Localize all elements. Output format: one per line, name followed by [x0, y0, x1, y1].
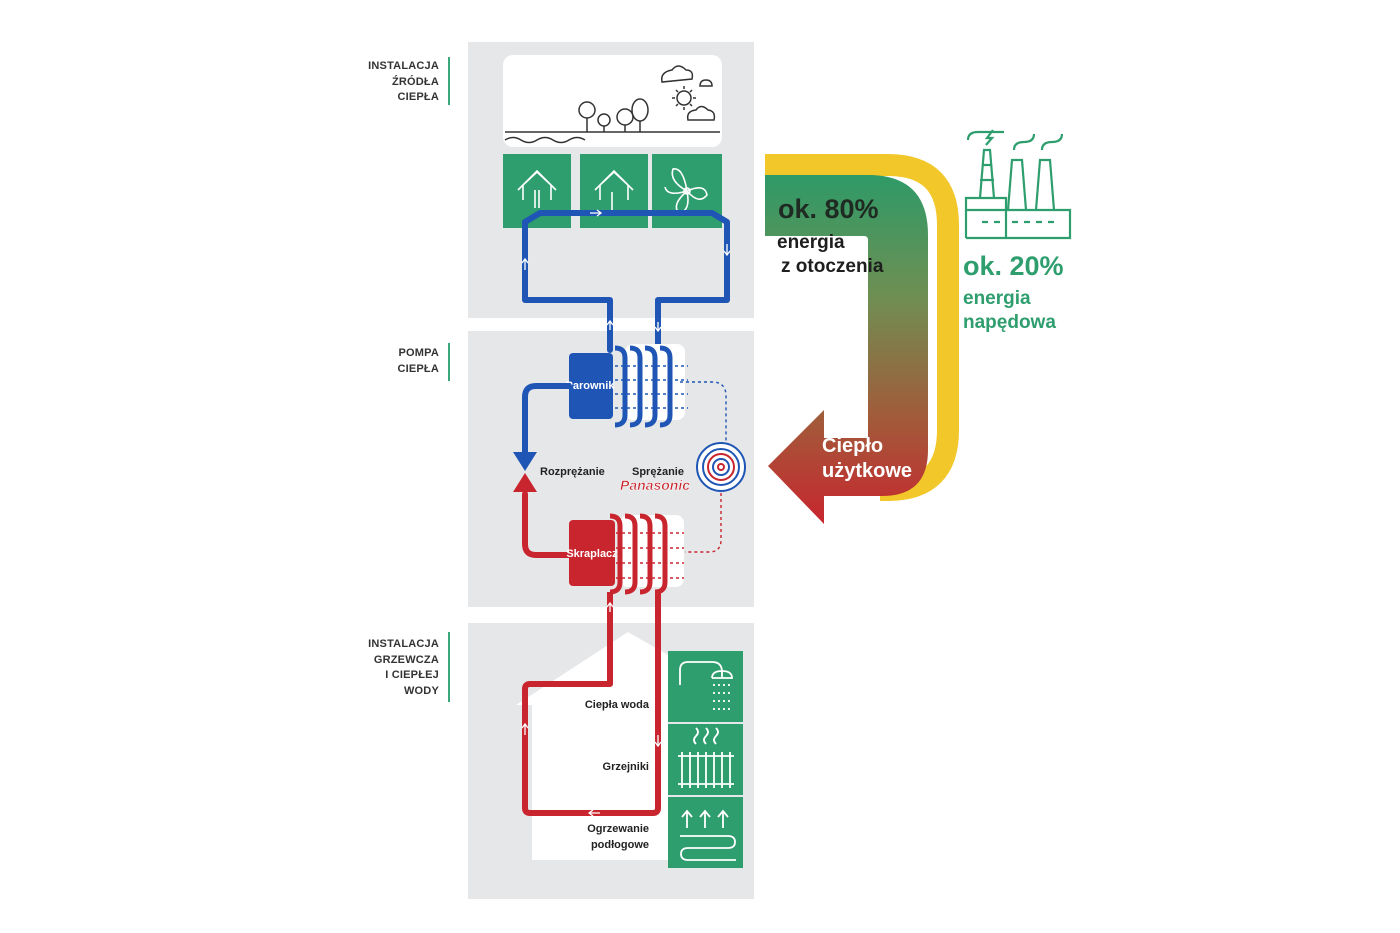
fan-icon [664, 168, 708, 214]
section-label-pump: POMPA CIEPŁA [397, 347, 439, 375]
section-divider-pump [448, 343, 450, 381]
flow-arrow-icon [654, 735, 662, 748]
cloud-icon [699, 79, 713, 87]
useful-heat-label-1: Ciepło [822, 435, 883, 457]
house-icon [517, 169, 557, 200]
radiators-label: Grzejniki [603, 761, 649, 773]
tile-floor-heating [668, 797, 743, 868]
probe-icon [534, 190, 540, 208]
landscape-illustration [504, 65, 720, 144]
hot-water-label: Ciepła woda [585, 699, 650, 711]
power-plant-icon [964, 129, 1072, 240]
drive-energy-label-2: napędowa [963, 312, 1056, 333]
compressor-spiral-icon [702, 448, 740, 486]
sun-icon [676, 90, 692, 106]
expansion-label: Rozprężanie [540, 466, 605, 478]
floor-heating-label-1: Ogrzewanie [587, 823, 649, 835]
useful-heat-label-2: użytkowe [822, 460, 912, 482]
cloud-icon [660, 65, 694, 83]
ambient-energy-percent: ok. 80% [778, 194, 879, 224]
shower-icon [679, 661, 733, 685]
heating-loop-pipe [522, 592, 661, 816]
ambient-energy-label-2: z otoczenia [781, 256, 884, 277]
section-divider-heating [448, 632, 450, 702]
flow-arrow-icon [606, 319, 614, 330]
drive-energy-percent: ok. 20% [963, 251, 1064, 281]
refrigerant-pipe-red [522, 491, 573, 558]
flow-arrow-icon [587, 809, 600, 817]
compressor-body [696, 442, 746, 492]
condenser-block [569, 520, 615, 586]
house-icon [594, 169, 634, 200]
tile-ground-collector [580, 154, 648, 228]
flow-arrow-icon [590, 209, 603, 217]
floor-heating-icon [680, 809, 736, 861]
compressor-outlet-pipe [685, 493, 722, 553]
source-loop-pipe [522, 210, 730, 353]
house-outline [516, 632, 668, 860]
flow-arrow-icon [606, 601, 614, 612]
ambient-energy-label-1: energia [777, 232, 845, 253]
condenser-label: Skraplacz [566, 548, 618, 560]
section-divider-source [448, 57, 450, 105]
landscape-card [503, 55, 722, 147]
flow-arrow-icon [521, 722, 529, 735]
section-label-source: INSTALACJA ŹRÓDŁA CIEPŁA [368, 60, 439, 103]
cloud-icon [686, 105, 716, 121]
useful-heat-arrow [765, 175, 928, 524]
refrigerant-pipe-blue [522, 383, 572, 455]
evaporator-label: Parownik [566, 380, 616, 392]
lightning-icon [984, 129, 995, 146]
floor-heating-label-2: podłogowe [591, 839, 649, 851]
flow-arrow-icon [654, 322, 662, 333]
brand-logo: Panasonic [620, 477, 690, 493]
radiator-icon [678, 727, 734, 788]
condenser-coil [609, 513, 668, 595]
section-label-heating: INSTALACJA GRZEWCZA I CIEPŁEJ WODY [368, 638, 439, 697]
evaporator-block [569, 353, 613, 419]
flow-arrow-icon [723, 244, 731, 257]
expansion-valve-icon [513, 452, 537, 492]
compression-label: Sprężanie [632, 466, 684, 478]
drive-energy-label-1: energia [963, 288, 1031, 309]
flow-arrow-icon [521, 257, 529, 270]
evaporator-coil [614, 345, 673, 428]
